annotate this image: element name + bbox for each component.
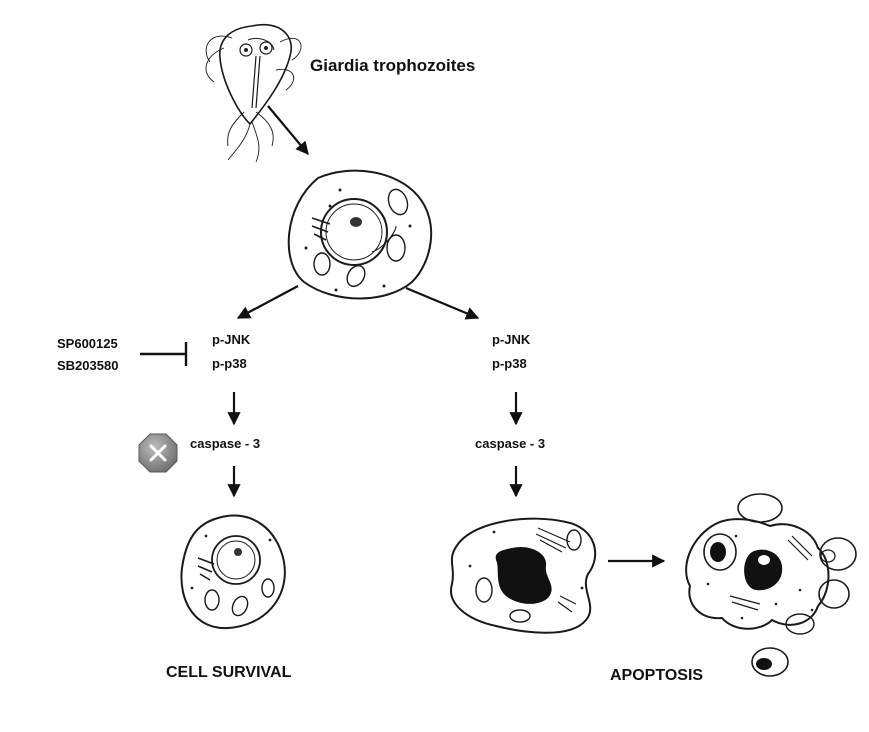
outcome-apoptosis: APOPTOSIS	[610, 667, 703, 684]
inhibition-line	[140, 342, 188, 366]
right-kinase-pp38: p-p38	[492, 356, 527, 371]
surviving-cell-icon	[180, 514, 286, 630]
arrow-to-right-branch	[405, 286, 480, 320]
arrow-to-left-branch	[236, 285, 299, 319]
inhibitor-label-sb203580: SB203580	[57, 358, 118, 373]
shrinking-cell-icon	[450, 517, 597, 634]
host-cell-icon	[287, 169, 433, 300]
blocked-x-icon	[138, 433, 178, 473]
left-kinase-pp38: p-p38	[212, 356, 247, 371]
outcome-cell-survival: CELL SURVIVAL	[166, 664, 292, 681]
right-kinase-pjnk: p-JNK	[492, 332, 531, 347]
right-caspase-label: caspase - 3	[475, 436, 545, 451]
inhibitor-label-sp600125: SP600125	[57, 336, 118, 351]
giardia-trophozoite-icon	[205, 23, 302, 163]
apoptotic-cell-icon	[685, 493, 857, 677]
left-caspase-label: caspase - 3	[190, 436, 260, 451]
arrow-to-host-cell	[267, 105, 309, 156]
left-kinase-pjnk: p-JNK	[212, 332, 251, 347]
giardia-trophozoites-label: Giardia trophozoites	[310, 56, 475, 75]
